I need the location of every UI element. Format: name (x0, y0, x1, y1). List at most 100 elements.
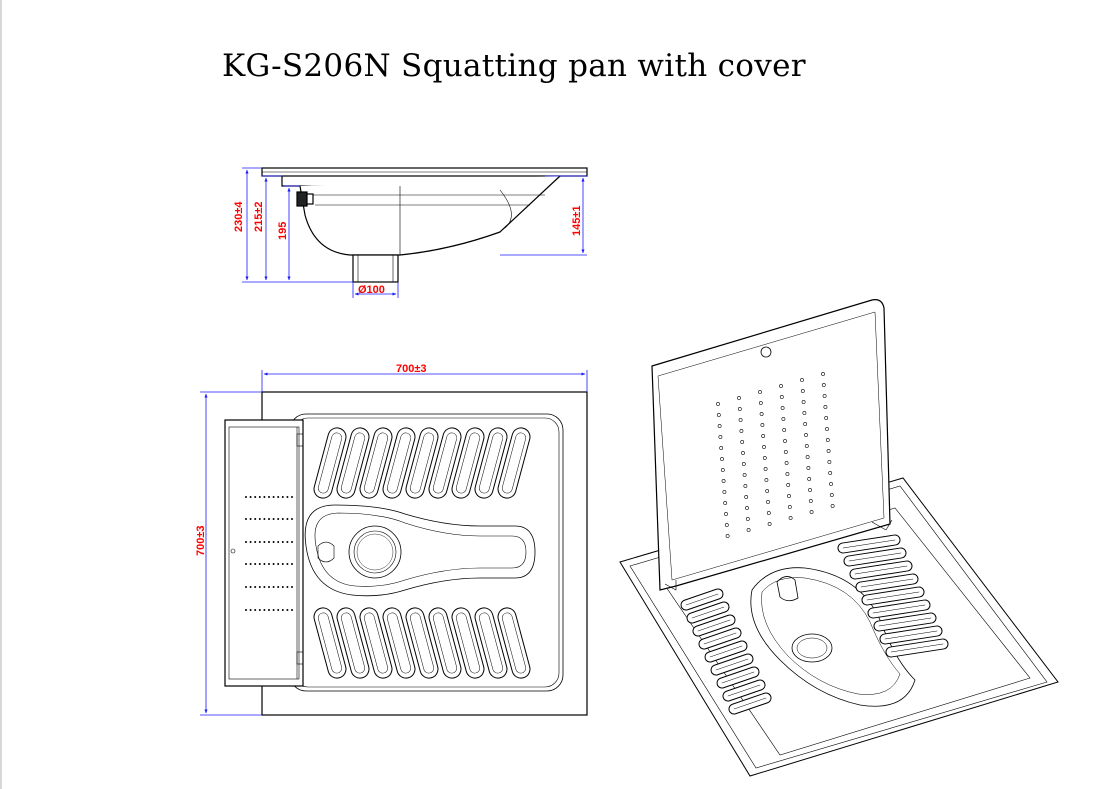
iso-perforation (827, 460, 832, 464)
iso-grip-left (722, 679, 766, 702)
iso-perforation (804, 444, 809, 448)
iso-perforation (763, 467, 768, 471)
iso-perforation (804, 433, 808, 437)
iso-perforation (765, 489, 770, 493)
iso-perforation (786, 483, 791, 487)
dim-bowl-depth: 195 (277, 222, 289, 240)
iso-perforation (741, 451, 745, 455)
perforation (277, 609, 280, 611)
iso-perforation (720, 468, 725, 472)
iso-perforation (742, 473, 747, 477)
iso-perforation (762, 445, 766, 449)
iso-perforation (808, 499, 813, 503)
perforation (249, 609, 252, 611)
perforation (245, 586, 247, 588)
iso-grip-right (861, 586, 925, 606)
iso-perforation (745, 506, 749, 510)
perforation (291, 609, 293, 611)
perforation (249, 541, 252, 543)
perforation (263, 586, 266, 588)
iso-perforation (801, 400, 806, 404)
iso-perforation (781, 417, 786, 421)
perforation (268, 609, 270, 611)
iso-perforation (806, 466, 811, 470)
iso-perforation (737, 407, 742, 411)
iso-perforation (823, 405, 828, 409)
perforation (245, 496, 247, 498)
iso-perforation (803, 422, 808, 426)
perforation (277, 518, 280, 520)
perforation (268, 563, 270, 565)
perforation (281, 518, 284, 520)
iso-grip-right (873, 612, 937, 632)
iso-perforation (739, 429, 744, 433)
cover-perforations (245, 496, 293, 611)
foot-grip-lower (313, 607, 347, 679)
dim-outlet-diameter: Ø100 (358, 284, 385, 296)
perforation (277, 496, 280, 498)
iso-perforation (762, 456, 767, 460)
iso-perforation (766, 511, 771, 515)
iso-perforation (780, 406, 785, 410)
perforation (249, 496, 252, 498)
perforation (245, 609, 247, 611)
iso-perforation (746, 528, 751, 532)
iso-perforation (740, 440, 745, 444)
iso-grip-right (867, 599, 931, 619)
iso-perforation (805, 455, 810, 459)
perforation (281, 563, 284, 565)
perforation (291, 586, 293, 588)
perforation (291, 518, 293, 520)
iso-grip-right (879, 625, 943, 645)
iso-perforation (821, 383, 826, 387)
iso-perforation (807, 477, 812, 481)
perforation (268, 541, 270, 543)
perforation (272, 518, 275, 520)
perforation (245, 518, 247, 520)
perforation (258, 609, 261, 611)
perforation (277, 586, 280, 588)
perforation (249, 563, 252, 565)
perforation (263, 496, 266, 498)
perforation (254, 518, 257, 520)
foot-grip-lower (428, 607, 462, 679)
perforation (245, 563, 247, 565)
iso-perforation (717, 424, 722, 428)
side-view (261, 167, 588, 283)
iso-grip-right (849, 560, 913, 580)
iso-perforation (721, 479, 726, 483)
perforation (254, 586, 257, 588)
perforation (272, 609, 275, 611)
iso-perforation (741, 462, 746, 466)
iso-perforation (720, 457, 724, 461)
perforation (272, 586, 275, 588)
perforation (277, 541, 280, 543)
perforation (291, 541, 293, 543)
perforation (286, 563, 289, 565)
iso-perforation (783, 450, 788, 454)
perforation (258, 586, 261, 588)
iso-perforation (785, 472, 790, 476)
perforation (254, 541, 257, 543)
iso-grip-right (837, 534, 901, 554)
iso-perforation (744, 495, 749, 499)
iso-perforation (718, 435, 723, 439)
perforation (281, 496, 284, 498)
perforation (258, 541, 261, 543)
foot-grip-upper (497, 427, 531, 499)
iso-perforation (743, 484, 748, 488)
iso-perforation (782, 428, 787, 432)
foot-grips (313, 427, 531, 679)
foot-grip-lower (336, 607, 370, 679)
iso-foot-grips (680, 534, 949, 715)
foot-grip-lower (359, 607, 393, 679)
page-edge (0, 0, 2, 789)
iso-perforation (788, 516, 793, 520)
perforation (286, 496, 289, 498)
perforation (254, 563, 257, 565)
perforation (254, 496, 257, 498)
iso-grip-left (710, 653, 754, 676)
perforation (263, 609, 266, 611)
perforation (272, 496, 275, 498)
perforation (268, 496, 270, 498)
